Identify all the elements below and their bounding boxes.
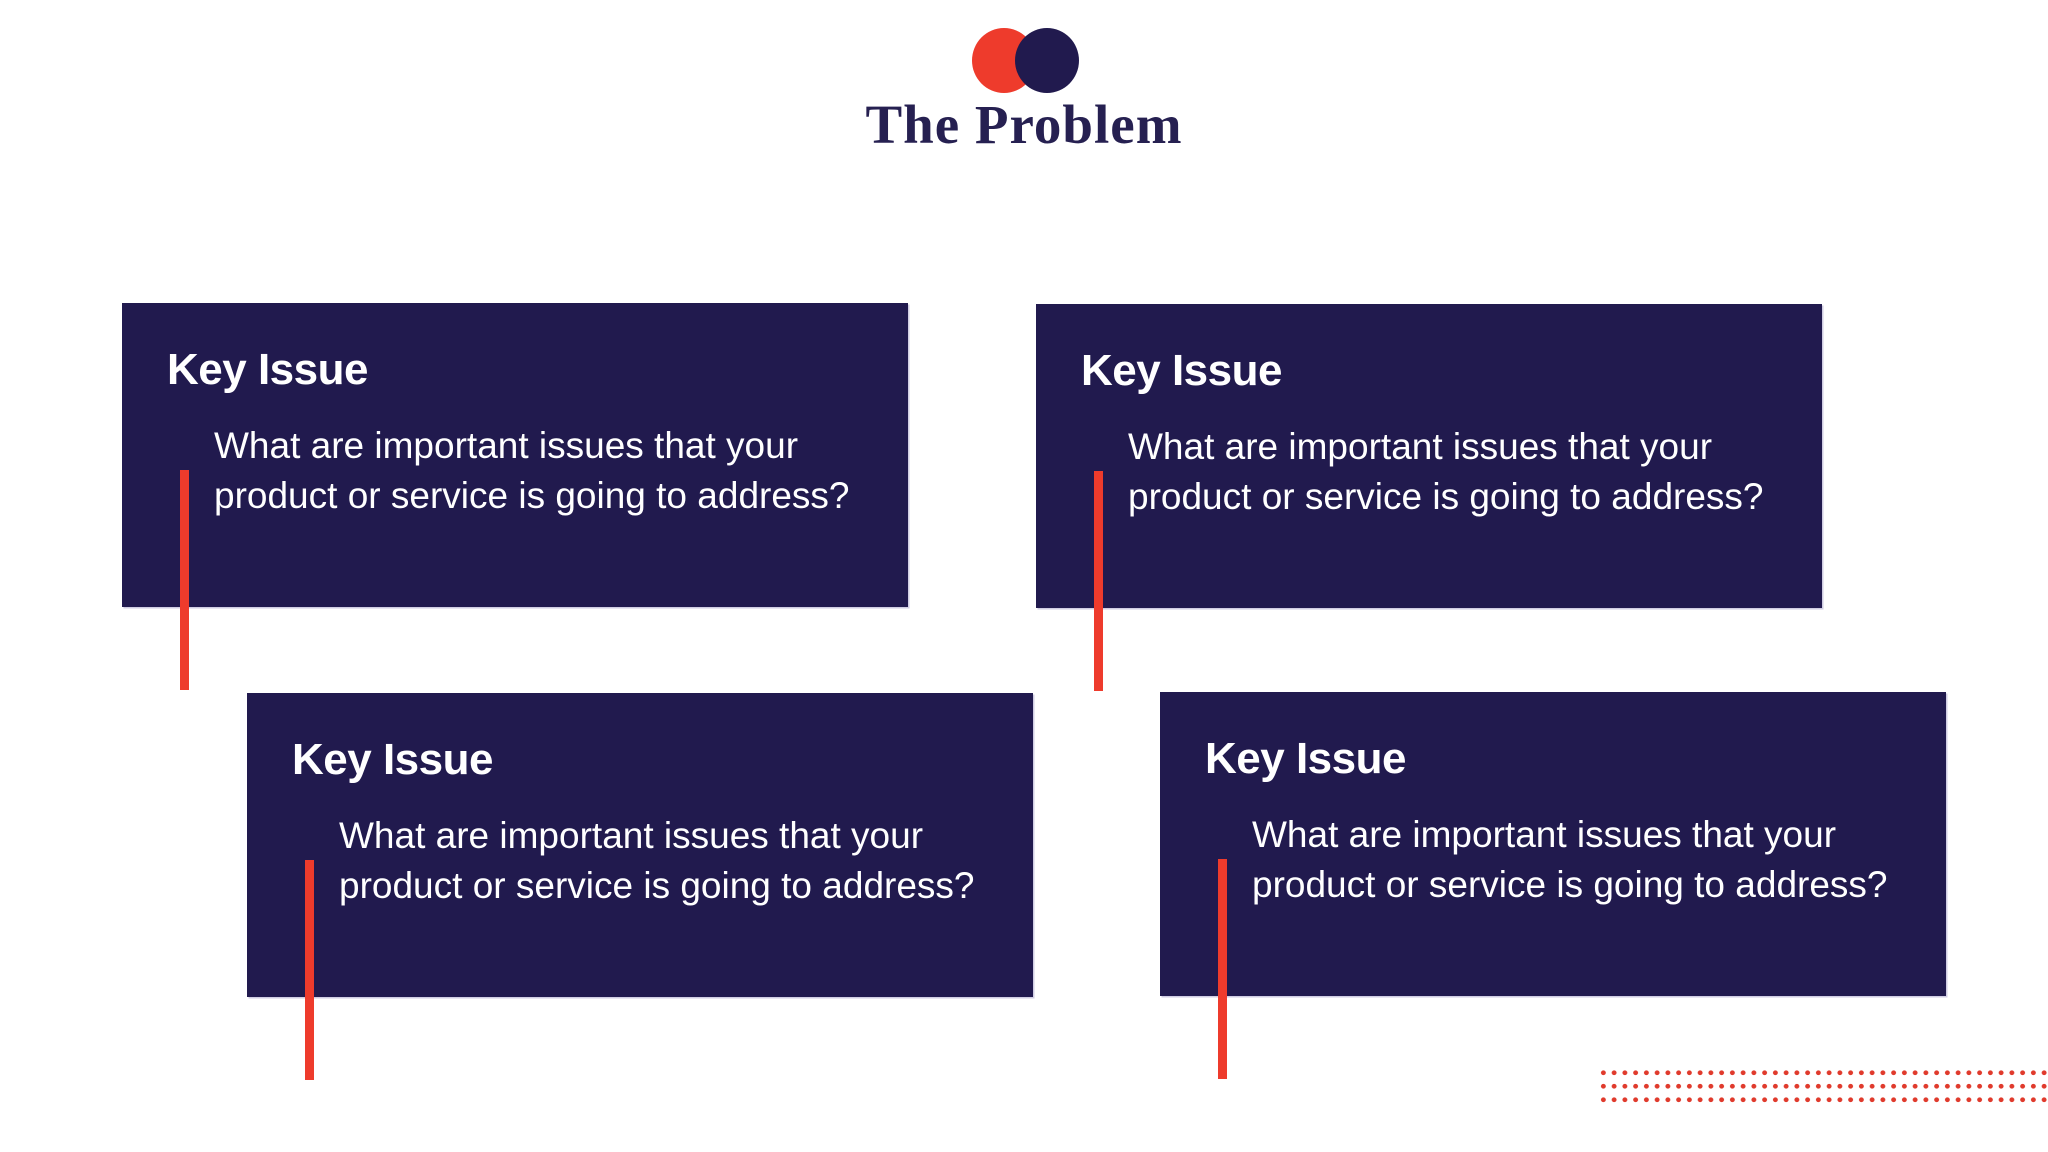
red-accent-line <box>1218 859 1227 1079</box>
card-body: What are important issues that your prod… <box>1252 814 1888 905</box>
card-body: What are important issues that your prod… <box>1128 426 1764 517</box>
card-body: What are important issues that your prod… <box>214 425 850 516</box>
key-issue-card-top-left: Key Issue What are important issues that… <box>122 303 908 690</box>
card-heading: Key Issue <box>1081 346 1282 395</box>
red-accent-line <box>180 470 189 690</box>
key-issue-card-top-right: Key Issue What are important issues that… <box>1036 304 1822 691</box>
card-heading: Key Issue <box>167 345 368 394</box>
card-body: What are important issues that your prod… <box>339 815 975 906</box>
red-accent-line <box>305 860 314 1080</box>
dot-pattern-decoration <box>1598 1066 2048 1107</box>
card-heading: Key Issue <box>292 735 493 784</box>
red-accent-line <box>1094 471 1103 691</box>
key-issue-card-bottom-left: Key Issue What are important issues that… <box>247 693 1033 1080</box>
card-heading: Key Issue <box>1205 734 1406 783</box>
logo-navy-circle-icon <box>1015 28 1079 93</box>
key-issue-card-bottom-right: Key Issue What are important issues that… <box>1160 692 1946 1079</box>
slide-title: The Problem <box>865 94 1183 155</box>
